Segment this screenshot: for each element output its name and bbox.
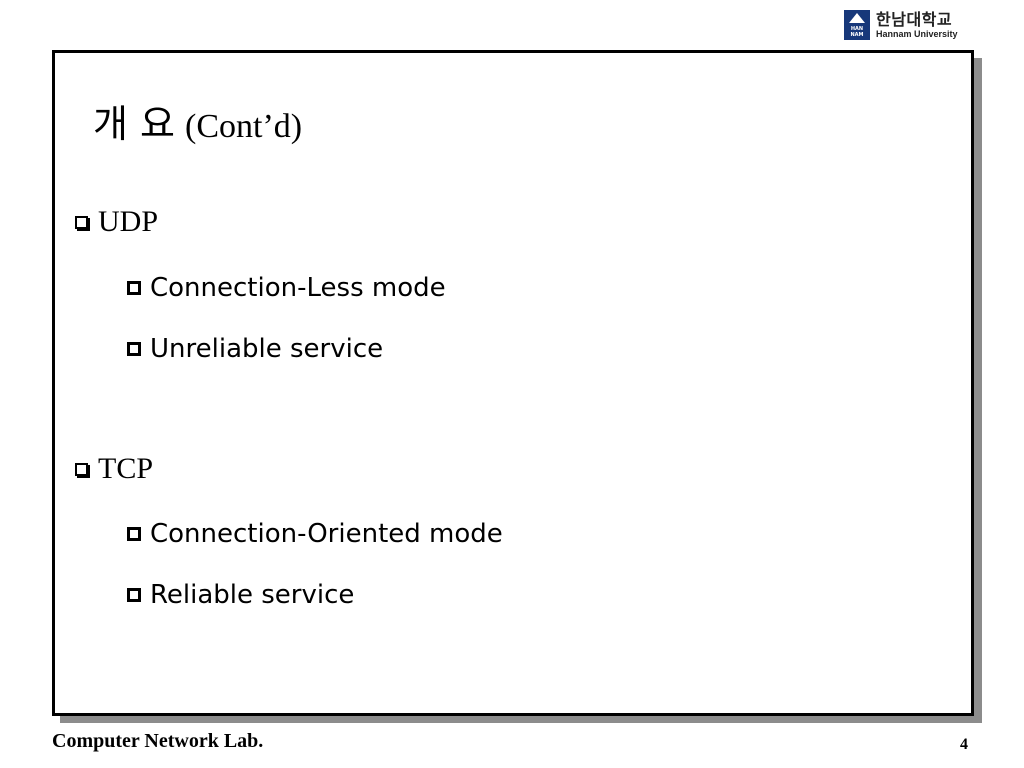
content-frame: 개 요 (Cont’d) UDP Connection-Less mode Unr…	[52, 50, 974, 716]
hollow-square-bullet-icon	[75, 215, 88, 229]
logo-triangle-icon	[849, 13, 865, 23]
bullet-udp: UDP	[75, 205, 158, 239]
square-bullet-icon	[127, 527, 141, 541]
square-bullet-icon	[127, 588, 141, 602]
sub-bullet-udp-service: Unreliable service	[127, 334, 383, 364]
sub-bullet-udp-service-label: Unreliable service	[150, 334, 384, 364]
logo-emblem-icon: HAN NAM	[844, 10, 870, 40]
logo-mark-text-bottom: NAM	[850, 32, 864, 38]
university-logo: HAN NAM 한남대학교 Hannam University	[844, 8, 984, 42]
sub-bullet-udp-mode-label: Connection-Less mode	[150, 273, 446, 303]
slide-title: 개 요 (Cont’d)	[93, 93, 302, 148]
logo-korean-name: 한남대학교	[876, 9, 953, 29]
sub-bullet-tcp-service: Reliable service	[127, 580, 354, 610]
sub-bullet-tcp-service-label: Reliable service	[150, 580, 355, 610]
sub-bullet-udp-mode: Connection-Less mode	[127, 273, 446, 303]
logo-mark-text-top: HAN	[850, 26, 864, 32]
slide-title-korean: 개 요	[93, 102, 175, 146]
bullet-tcp: TCP	[75, 452, 153, 486]
bullet-tcp-label: TCP	[98, 452, 154, 485]
sub-bullet-tcp-mode-label: Connection-Oriented mode	[150, 519, 503, 549]
sub-bullet-tcp-mode: Connection-Oriented mode	[127, 519, 503, 549]
bullet-udp-label: UDP	[98, 205, 159, 238]
footer-page-number: 4	[960, 736, 968, 753]
footer-lab-name: Computer Network Lab.	[52, 730, 264, 752]
logo-english-name: Hannam University	[876, 28, 958, 39]
slide-title-suffix: (Cont’d)	[185, 108, 303, 145]
logo-wordmark: 한남대학교 Hannam University	[876, 9, 958, 39]
hollow-square-bullet-icon	[75, 462, 88, 476]
square-bullet-icon	[127, 281, 141, 295]
square-bullet-icon	[127, 342, 141, 356]
